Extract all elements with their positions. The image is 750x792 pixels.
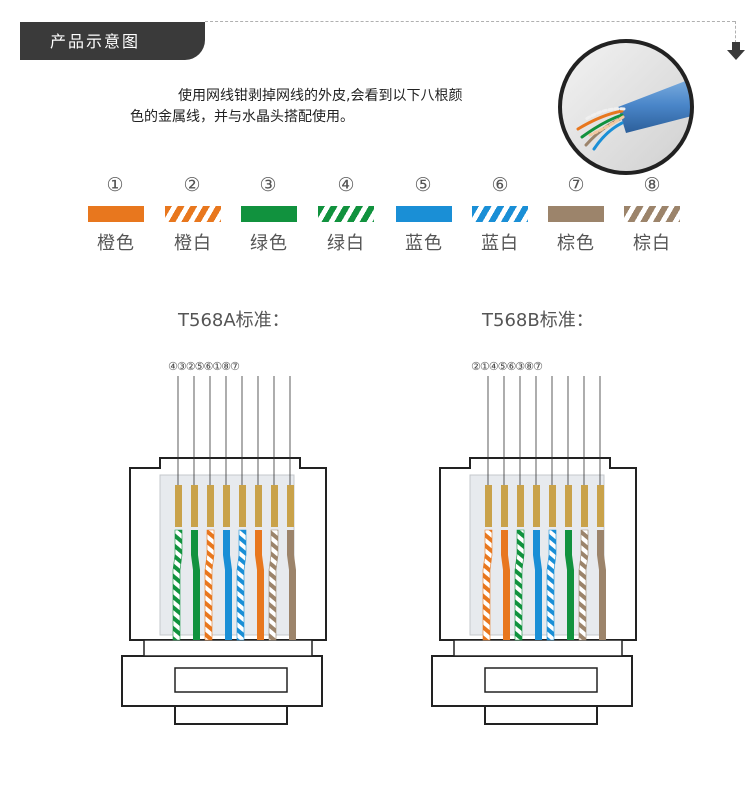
t568b-gold-pin	[597, 485, 604, 527]
legend-swatch-brown-white	[624, 206, 680, 222]
t568a-wire-green	[191, 530, 200, 640]
t568b-gold-pin	[565, 485, 572, 527]
t568a-gold-pin	[287, 485, 294, 527]
t568a-wire-blue	[223, 530, 232, 640]
header-divider-vertical	[735, 21, 736, 43]
t568b-latch-tab	[484, 705, 598, 725]
t568b-wire-order: ②①④⑤⑥③⑧⑦	[471, 360, 543, 373]
intro-line-2: 色的金属线，并与水晶头搭配使用。	[130, 109, 354, 125]
t568b-gold-pin	[485, 485, 492, 527]
t568b-wire-orange	[501, 530, 510, 640]
t568b-wire-orange-white	[482, 529, 493, 641]
t568b-wire-blue-white	[546, 529, 557, 641]
t568a-gold-pin	[191, 485, 198, 527]
t568b-connector	[431, 376, 637, 725]
legend-number: ⑧	[643, 174, 661, 196]
intro-text: 使用网线钳剥掉网线的外皮,会看到以下八根颜 色的金属线，并与水晶头搭配使用。	[130, 86, 550, 128]
legend-number: ⑦	[567, 174, 585, 196]
t568b-title: T568B标准：	[482, 310, 594, 331]
t568a-wire-brown-white	[268, 529, 279, 641]
t568b-wire-brown	[597, 530, 606, 640]
legend-number: ②	[183, 174, 201, 196]
legend-number: ⑥	[491, 174, 509, 196]
t568b-wire-green-white	[514, 529, 525, 641]
legend-label: 棕白	[633, 233, 671, 254]
legend-label: 蓝白	[481, 233, 519, 254]
header-bar	[20, 22, 205, 60]
t568a-gold-pin	[239, 485, 246, 527]
legend-number: ⑤	[414, 174, 432, 196]
section-title: 产品示意图	[50, 32, 141, 51]
t568b-wire-blue	[533, 530, 542, 640]
legend-swatch-green	[241, 206, 297, 222]
t568b-gold-pin	[549, 485, 556, 527]
intro-line-1: 使用网线钳剥掉网线的外皮,会看到以下八根颜	[178, 88, 463, 104]
t568b-latch-window	[484, 667, 598, 693]
legend-number: ③	[259, 174, 277, 196]
t568b-connector-neck	[453, 639, 623, 657]
t568b-wire-green	[565, 530, 574, 640]
legend-swatch-green-white	[318, 206, 374, 222]
legend-label: 绿色	[250, 233, 288, 254]
legend-swatch-orange-white	[165, 206, 221, 222]
t568a-connector	[121, 376, 327, 725]
t568a-wire-green-white	[172, 529, 183, 641]
t568a-gold-pin	[255, 485, 262, 527]
legend-label: 蓝色	[405, 233, 443, 254]
legend-label: 橙白	[174, 233, 212, 254]
t568a-wire-orange	[255, 530, 264, 640]
t568a-wire-orange-white	[204, 529, 215, 641]
t568a-latch-tab	[174, 705, 288, 725]
legend-number: ①	[106, 174, 124, 196]
down-arrow-icon	[727, 42, 745, 60]
t568a-gold-pin	[207, 485, 214, 527]
t568b-gold-pin	[581, 485, 588, 527]
t568b-wire-brown-white	[578, 529, 589, 641]
t568b-gold-pin	[501, 485, 508, 527]
header-divider	[205, 21, 735, 22]
cable-photo	[558, 39, 694, 175]
legend-label: 棕色	[557, 233, 595, 254]
t568a-latch-window	[174, 667, 288, 693]
t568a-gold-pin	[223, 485, 230, 527]
legend-label: 橙色	[97, 233, 135, 254]
t568a-wire-order: ④③②⑤⑥①⑧⑦	[168, 360, 240, 373]
t568a-wire-blue-white	[236, 529, 247, 641]
t568a-connector-neck	[143, 639, 313, 657]
legend-swatch-orange	[88, 206, 144, 222]
legend-number: ④	[337, 174, 355, 196]
t568b-gold-pin	[517, 485, 524, 527]
t568a-title: T568A标准：	[178, 310, 290, 331]
legend-swatch-blue-white	[472, 206, 528, 222]
t568a-gold-pin	[271, 485, 278, 527]
legend-label: 绿白	[327, 233, 365, 254]
t568a-gold-pin	[175, 485, 182, 527]
legend-swatch-brown	[548, 206, 604, 222]
t568b-gold-pin	[533, 485, 540, 527]
t568a-wire-brown	[287, 530, 296, 640]
legend-swatch-blue	[396, 206, 452, 222]
